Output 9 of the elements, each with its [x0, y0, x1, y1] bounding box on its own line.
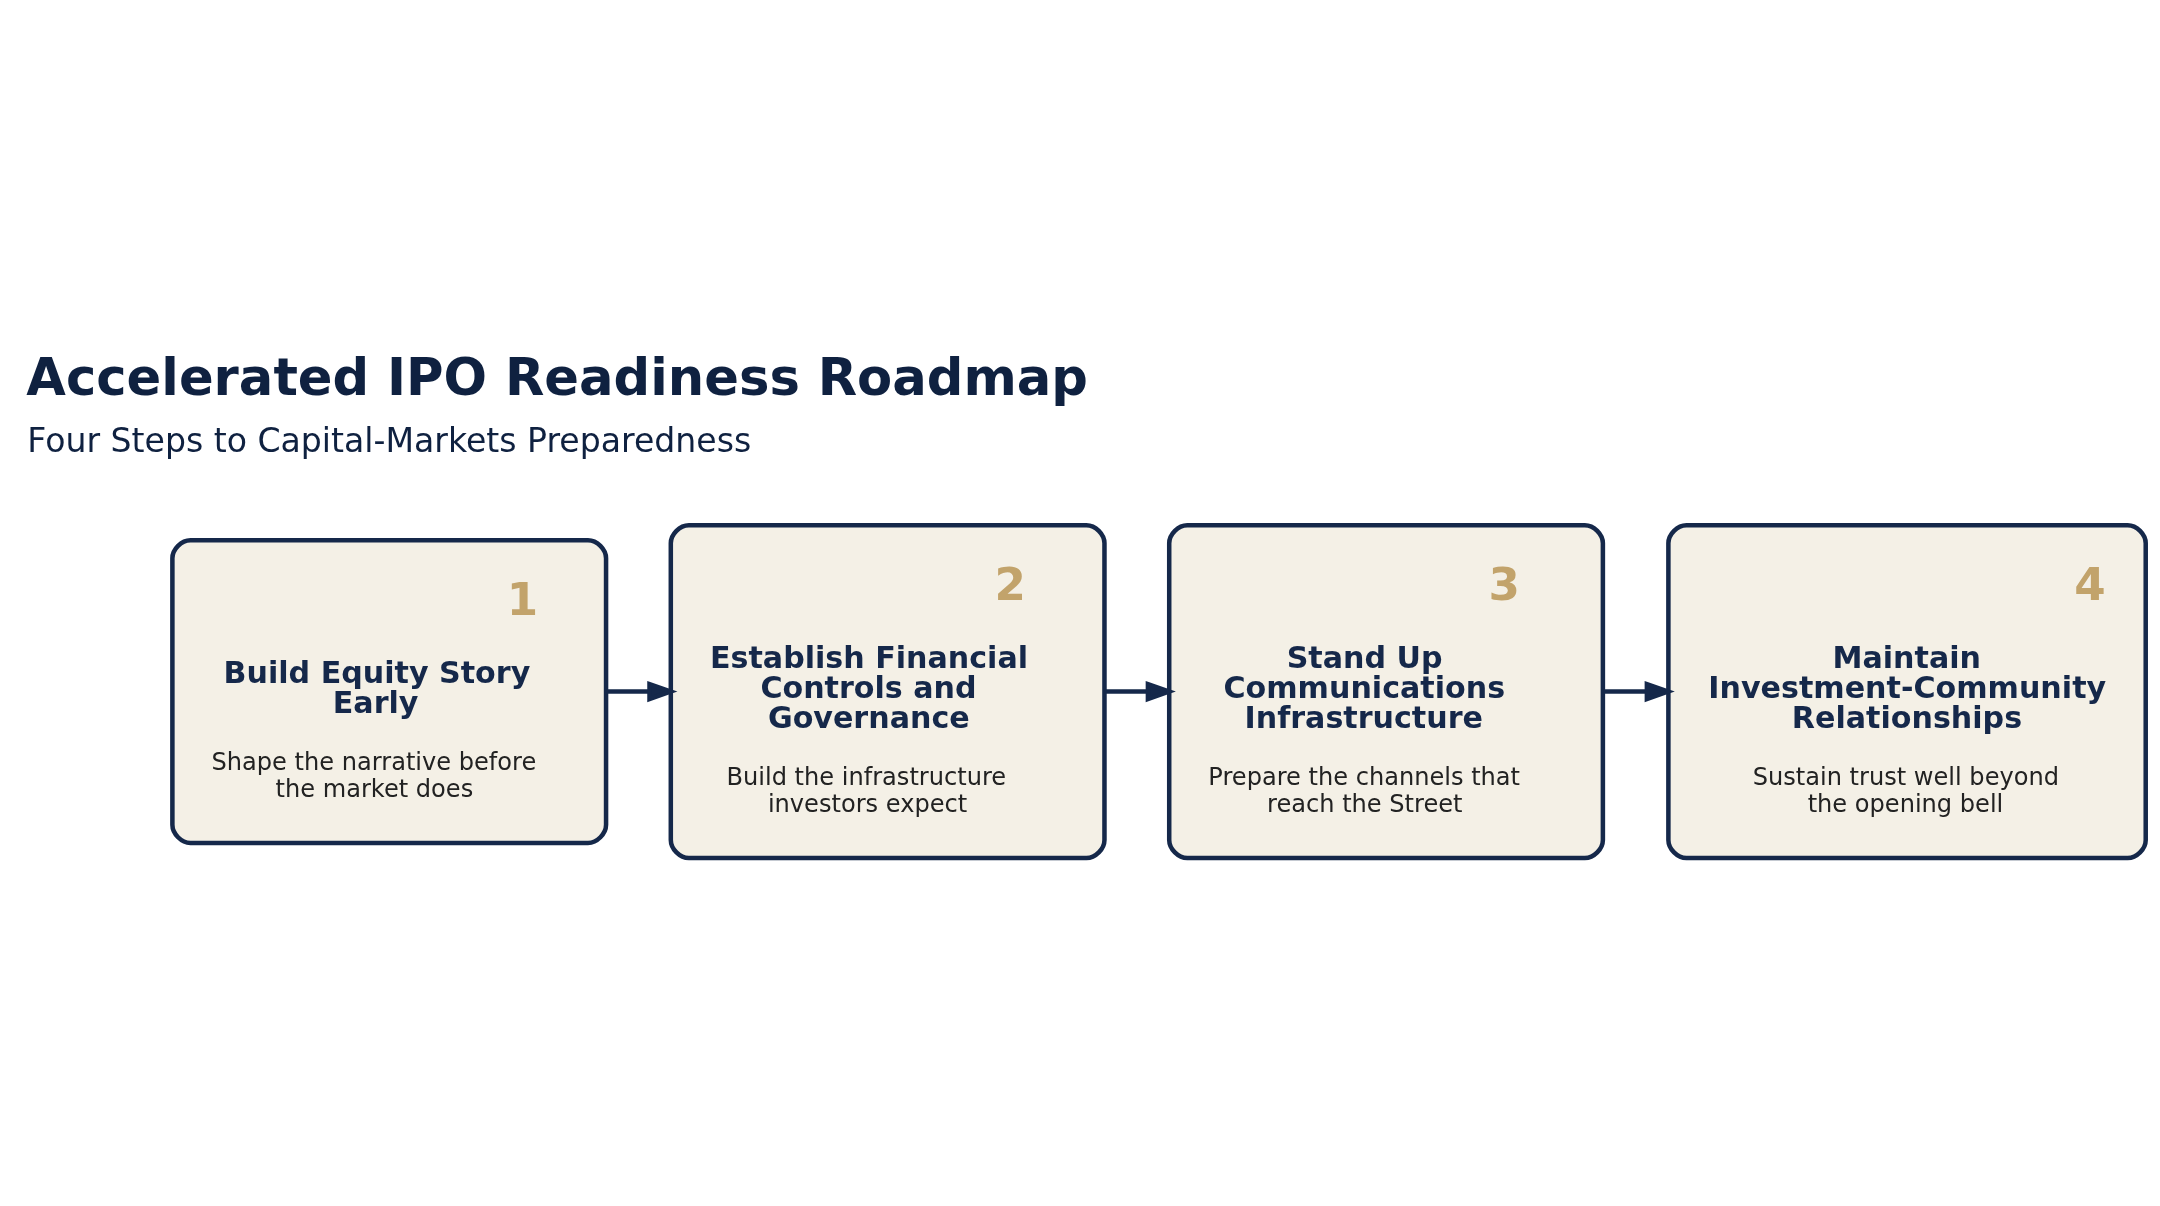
node-box: 1 Build Equity Story Early Shape the narrative before the market does — [170, 537, 609, 845]
diagram-title: Accelerated IPO Readiness Roadmap — [26, 346, 1088, 406]
arrow — [606, 680, 678, 702]
node-box: 3 Stand Up Communications Infrastructure Prepare the channels that reach the Street — [1166, 522, 1606, 860]
arrow — [1104, 680, 1176, 702]
label: Four Steps to Capital-Markets Preparedness — [27, 420, 752, 460]
arrow — [1603, 680, 1675, 702]
node-box: 4 Maintain Investment-Community Relationships Sustain trust well beyond the opening bell — [1666, 522, 2148, 860]
node-box: 2 Establish Financial Controls and Governance Build the infrastructure investors expect — [668, 522, 1107, 860]
